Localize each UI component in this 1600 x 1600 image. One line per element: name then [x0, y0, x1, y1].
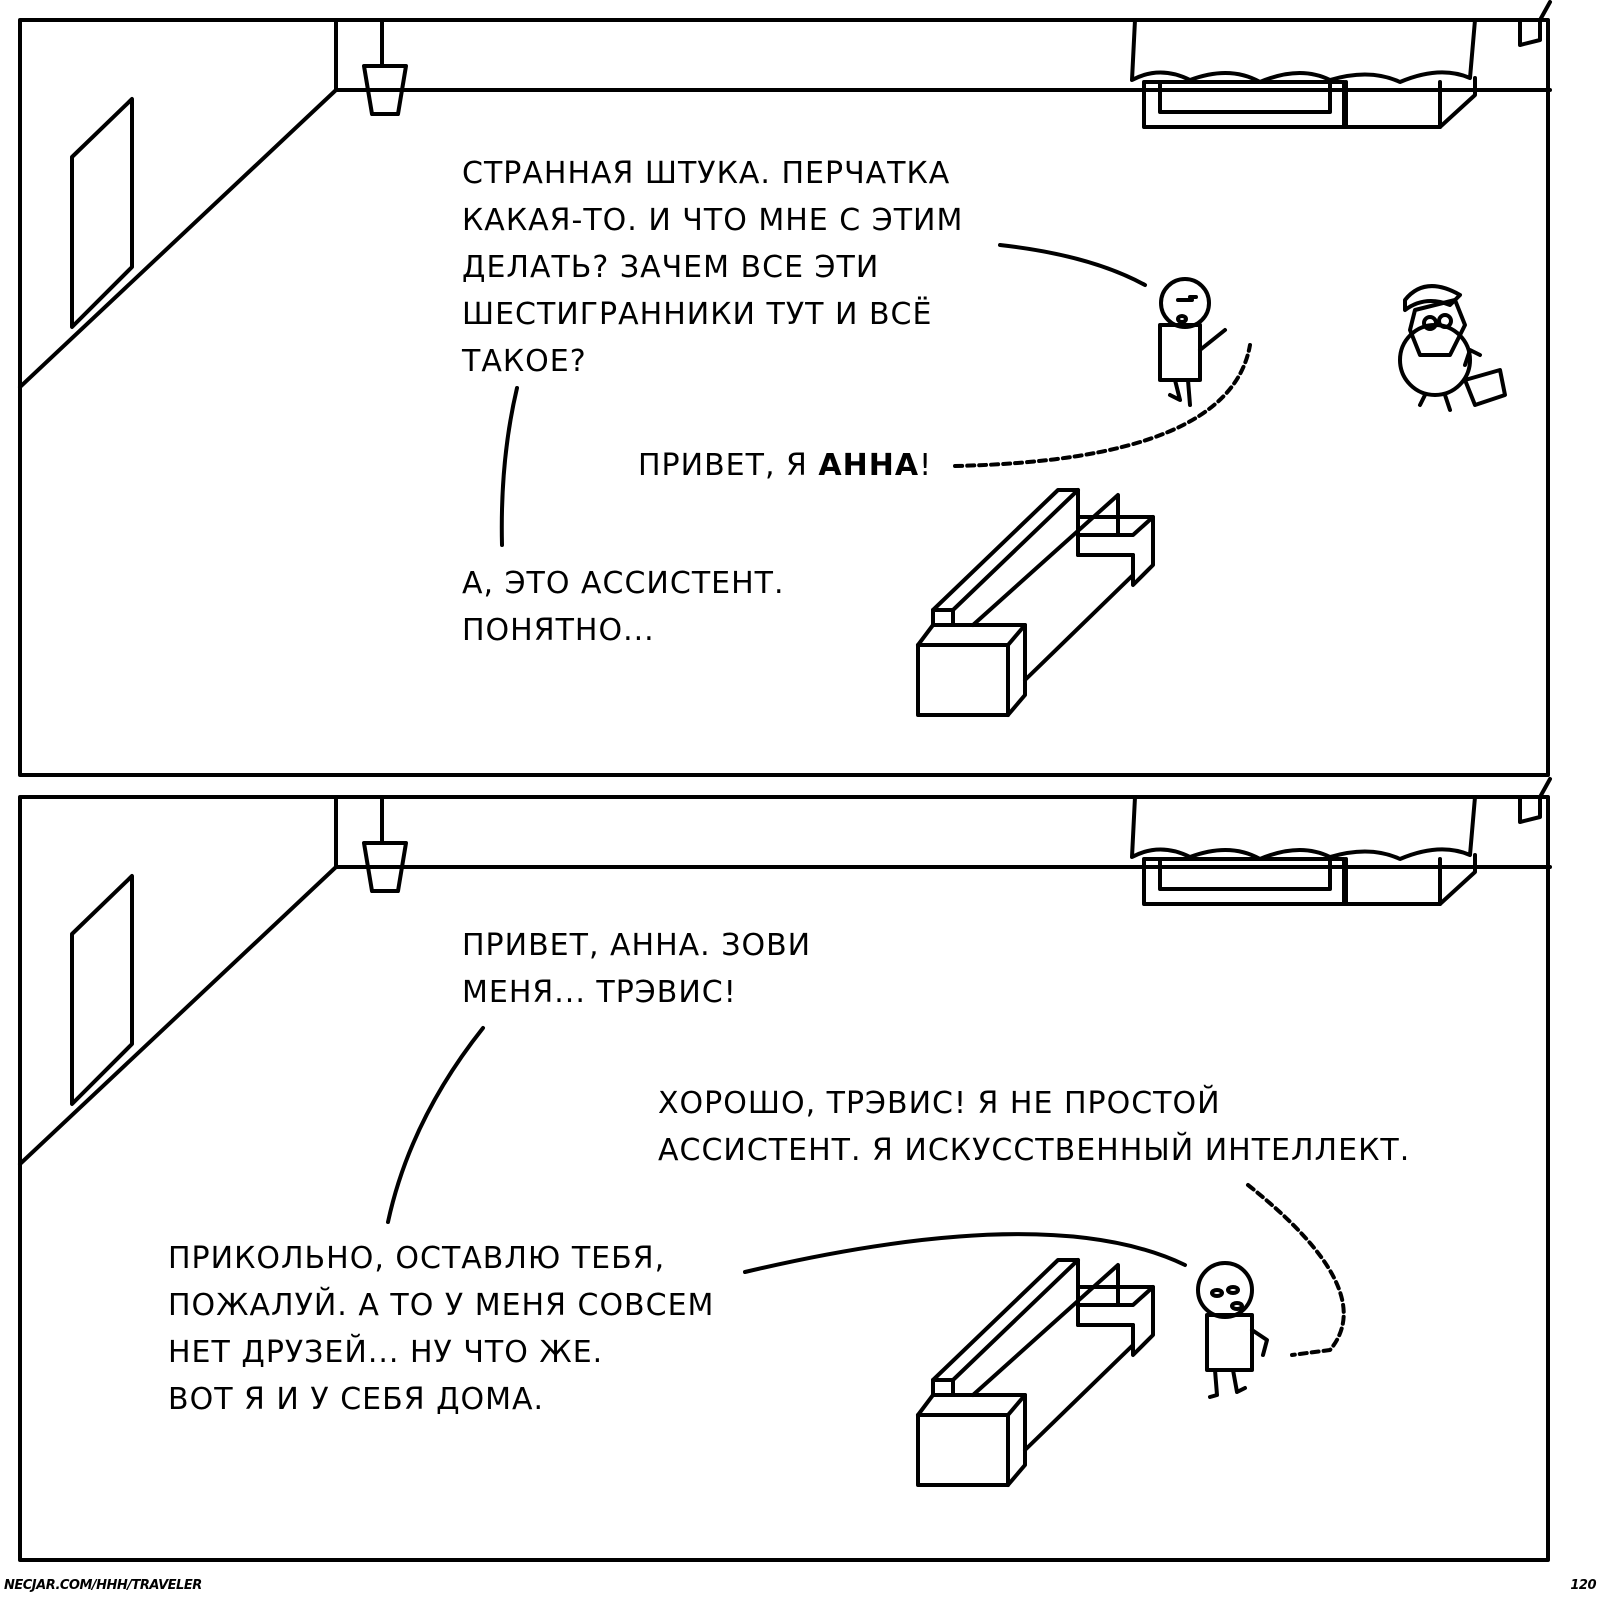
speech-tail-dashed [953, 343, 1252, 468]
speech-assistant-greeting: Привет, я Анна! [638, 442, 932, 489]
character-assistant [1398, 284, 1507, 412]
couch-1 [916, 488, 1155, 717]
speech-tail [386, 1026, 485, 1224]
speech-anna-understood: А, это ассистент. понятно... [462, 566, 785, 648]
character-travis [1196, 1261, 1269, 1399]
speech-tail [998, 243, 1147, 287]
footer-url[interactable]: NECJAR.COM/HHH/TRAVELER [4, 1578, 202, 1593]
speech-assistant-ai: Хорошо, Трэвис! Я не простой ассистент. … [658, 1086, 1411, 1168]
speech-anna-home: Прикольно, оставлю тебя, пожалуй. А то у… [168, 1241, 715, 1417]
greeting-suffix: ! [919, 448, 933, 483]
couch-2 [916, 1258, 1155, 1487]
page-number: 120 [1570, 1578, 1596, 1593]
speech-anna-call-me-travis: Привет, Анна. Зови меня... Трэвис! [462, 928, 812, 1010]
speech-anna-strange-thing: Странная штука. Перчатка какая-то. И что… [462, 156, 964, 379]
greeting-prefix: Привет, я [638, 448, 819, 483]
character-anna [1158, 277, 1227, 407]
speech-tail [743, 1232, 1187, 1274]
panel-2-border [18, 795, 1550, 1562]
speech-tail [499, 386, 519, 547]
greeting-name: Анна [818, 448, 920, 483]
speech-tail-dashed [1246, 1183, 1346, 1357]
panel-1-border [18, 18, 1550, 777]
